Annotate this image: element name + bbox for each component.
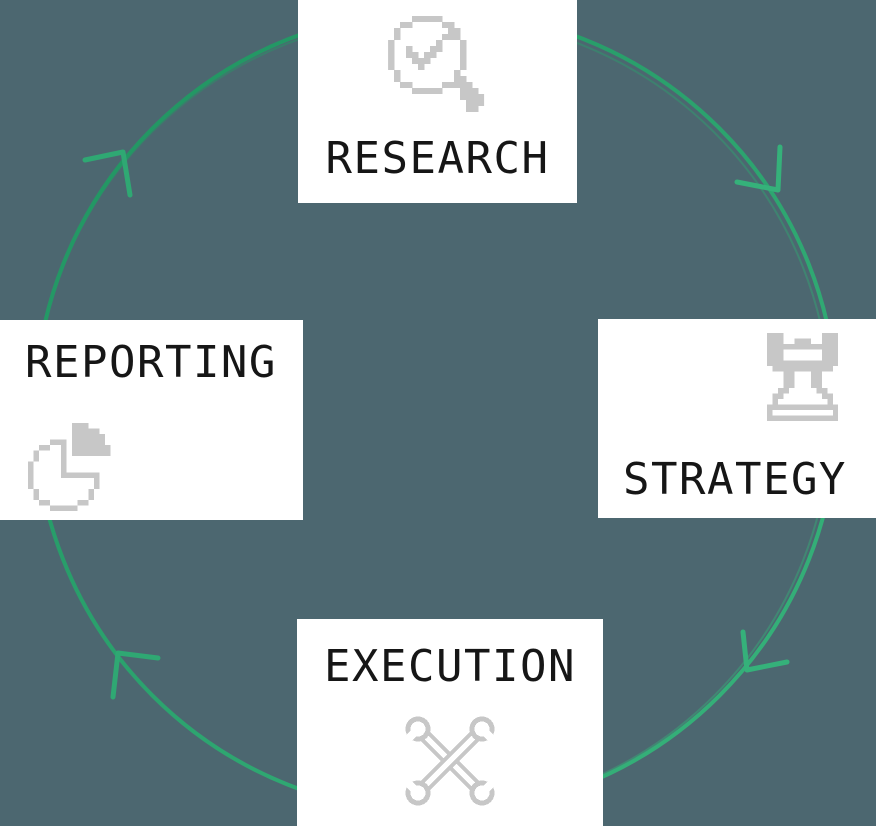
stage-card-research: RESEARCH <box>298 0 577 203</box>
stage-card-execution: EXECUTION <box>297 619 603 826</box>
stage-label-research: RESEARCH <box>325 133 550 184</box>
pie-chart-icon <box>28 423 116 511</box>
stage-card-strategy: STRATEGY <box>598 319 876 518</box>
arrow-top-right-icon <box>734 144 783 193</box>
arrow-bottom-left-icon <box>110 650 161 700</box>
stage-card-reporting: REPORTING <box>0 320 303 520</box>
chess-rook-icon <box>766 333 838 421</box>
stage-label-strategy: STRATEGY <box>623 454 847 505</box>
crossed-wrenches-icon <box>400 711 500 811</box>
stage-label-execution: EXECUTION <box>324 641 576 692</box>
arrow-top-left-icon <box>82 149 133 198</box>
stage-label-reporting: REPORTING <box>25 337 277 388</box>
search-check-icon <box>387 16 484 112</box>
arrow-bottom-right-icon <box>740 629 790 673</box>
